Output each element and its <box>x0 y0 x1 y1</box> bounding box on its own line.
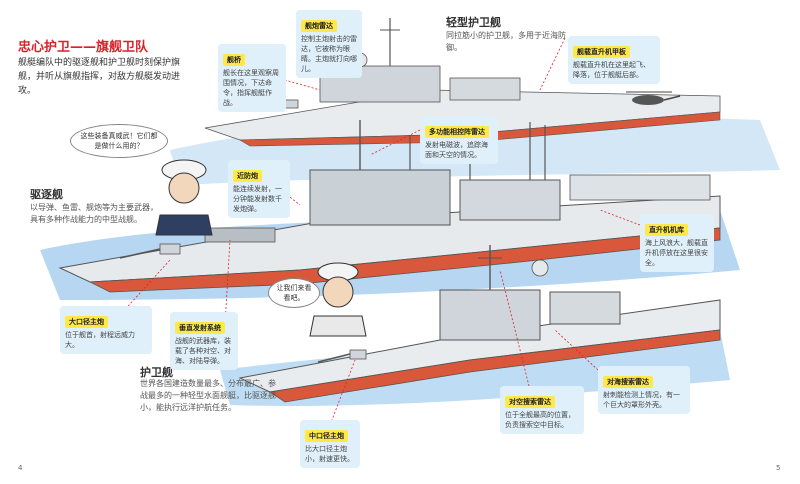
frigate-title: 护卫舰 <box>140 366 173 379</box>
destroyer-main-gun <box>159 243 181 255</box>
callout-helicopter-deck: 舰载直升机甲板 舰载直升机在这里起飞、降落，位于舰艇后部。 <box>568 36 660 84</box>
frigate-hangar <box>549 291 621 325</box>
callout-label: 直升机机库 <box>645 224 688 236</box>
sailor-character-left <box>155 159 213 236</box>
callout-label: 舰炮雷达 <box>301 20 337 32</box>
callout-desc: 比大口径主炮小，射速更快。 <box>305 445 354 463</box>
callout-desc: 战舰的武器库，装载了各种对空、对海、对陆导弹。 <box>175 337 231 365</box>
callout-label: 对空搜索雷达 <box>505 396 555 408</box>
destroyer-flight-deck <box>569 174 711 201</box>
callout-desc: 海上风浪大，舰载直升机停放在这里很安全。 <box>645 239 708 267</box>
callout-medium-gun: 中口径主炮 比大口径主炮小，射速更快。 <box>300 420 360 468</box>
frigate-radar-dome <box>531 259 549 277</box>
callout-phased-array-radar: 多功能相控阵雷达 发射电磁波，追踪海面和天空的情况。 <box>420 116 498 164</box>
callout-desc: 发射电磁波，追踪海面和天空的情况。 <box>425 141 488 159</box>
frigate-ship <box>238 245 721 403</box>
callout-ciws: 近防炮 能连续发射，一分钟能发射数千发炮弹。 <box>228 160 290 218</box>
callout-gun-radar: 舰炮雷达 控制主炮射击的雷达，它被称为眼睛。主炮就打向哪儿。 <box>296 10 362 78</box>
callout-label: 近防炮 <box>233 170 262 182</box>
callout-air-radar: 对空搜索雷达 位于全舰最高的位置，负责搜索空中目标。 <box>500 386 584 434</box>
light-frigate-title: 轻型护卫舰 <box>446 16 501 29</box>
speech-bubble-answer: 让我们来看看吧。 <box>268 278 320 308</box>
destroyer-hangar <box>459 179 561 221</box>
light-frigate-superstructure <box>319 65 441 103</box>
callout-surface-radar: 对海搜索雷达 射刺能检测上情况，有一个巨大的罩形外壳。 <box>598 366 690 414</box>
frigate-desc: 世界各国建造数量最多、分布最广、参战最多的一种轻型水面舰艇，比驱逐舰小，能执行远… <box>140 379 276 412</box>
callout-desc: 控制主炮射击的雷达，它被称为眼睛。主炮就打向哪儿。 <box>301 35 357 73</box>
destroyer-desc: 以导弹、鱼雷、舰炮等为主要武器，具有多种作战能力的中型战舰。 <box>30 203 158 224</box>
callout-large-gun: 大口径主炮 位于舰首，射程远威力大。 <box>60 306 152 354</box>
light-frigate-hangar <box>449 77 521 101</box>
callout-hangar: 直升机机库 海上风浪大，舰载直升机停放在这里很安全。 <box>640 214 714 272</box>
callout-desc: 舰长在这里观察周围情况，下达命令，指挥舰艇作战。 <box>223 69 279 107</box>
callout-label: 大口径主炮 <box>65 316 108 328</box>
callout-desc: 位于全舰最高的位置，负责搜索空中目标。 <box>505 411 575 429</box>
intro-paragraph: 舰艇编队中的驱逐舰和护卫舰时刻保护旗舰，并听从旗舰指挥，对敌方舰艇发动进攻。 <box>18 58 181 96</box>
page-number-left: 4 <box>18 464 23 472</box>
callout-label: 中口径主炮 <box>305 430 348 442</box>
frigate-gun <box>349 349 367 360</box>
callout-desc: 舰载直升机在这里起飞、降落，位于舰艇后部。 <box>573 61 650 79</box>
destroyer-superstructure <box>309 169 451 226</box>
helicopter-drawing <box>626 91 681 105</box>
destroyer-ship <box>58 120 721 293</box>
callout-bridge: 舰桥 舰长在这里观察周围情况，下达命令，指挥舰艇作战。 <box>218 44 286 112</box>
callout-vls: 垂直发射系统 战舰的武器库，装载了各种对空、对海、对陆导弹。 <box>170 312 238 370</box>
light-frigate-desc: 同拉筋小的护卫舰，多用于近海防御。 <box>446 31 566 52</box>
callout-label: 多功能相控阵雷达 <box>425 126 489 138</box>
destroyer-waterline <box>88 227 721 293</box>
frigate-superstructure <box>439 289 541 341</box>
callout-desc: 能连续发射，一分钟能发射数千发炮弹。 <box>233 185 282 213</box>
speech-bubble-question: 这些装备真威武！它们都是做什么用的？ <box>70 124 168 158</box>
page-title: 忠心护卫——旗舰卫队 <box>18 40 149 55</box>
callout-desc: 射刺能检测上情况，有一个巨大的罩形外壳。 <box>603 391 680 409</box>
destroyer-vls <box>204 227 276 243</box>
callout-label: 舰载直升机甲板 <box>573 46 630 58</box>
frigate-waterline <box>268 329 721 403</box>
sailor-character-right <box>309 262 367 337</box>
callout-label: 垂直发射系统 <box>175 322 225 334</box>
callout-label: 舰桥 <box>223 54 245 66</box>
callout-desc: 位于舰首，射程远威力大。 <box>65 331 135 349</box>
callout-label: 对海搜索雷达 <box>603 376 653 388</box>
destroyer-title: 驱逐舰 <box>30 188 63 201</box>
page-number-right: 5 <box>776 464 781 472</box>
